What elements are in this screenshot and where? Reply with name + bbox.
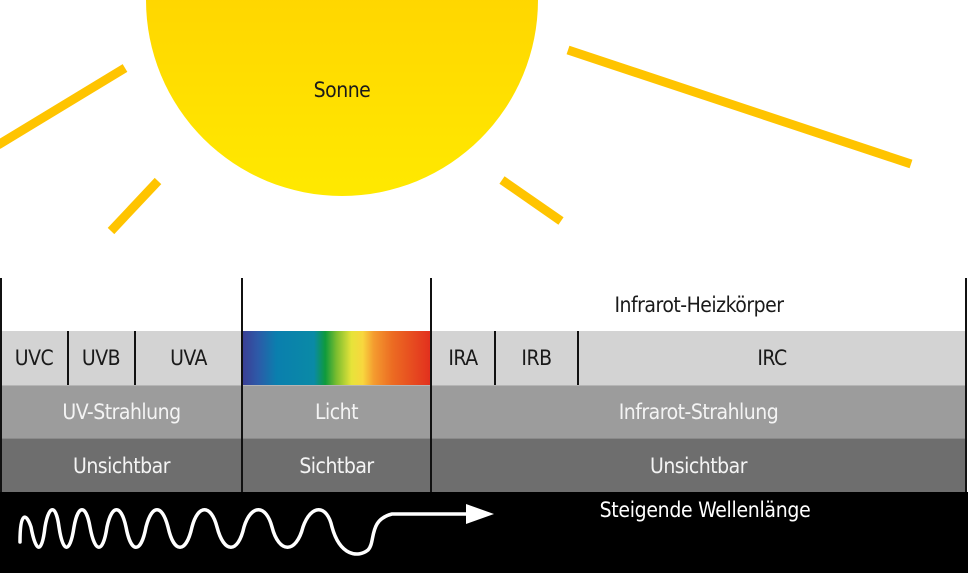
divider-ira-irb bbox=[494, 331, 496, 385]
sun-label: Sonne bbox=[313, 78, 371, 102]
subband-ira-label: IRA bbox=[448, 346, 478, 370]
visibility-uv-label: Unsichtbar bbox=[72, 453, 171, 478]
subband-irb: IRB bbox=[495, 331, 578, 385]
visibility-uv: Unsichtbar bbox=[1, 438, 242, 492]
divider-left bbox=[0, 278, 2, 492]
infrared-heater-label: Infrarot-Heizkörper bbox=[614, 292, 784, 317]
subband-uva: UVA bbox=[135, 331, 242, 385]
divider-uvc-uvb bbox=[67, 331, 69, 385]
divider-uv-light bbox=[241, 278, 243, 492]
sun-illustration bbox=[0, 0, 913, 235]
sun-ray bbox=[0, 64, 128, 149]
radiation-uv-label: UV-Strahlung bbox=[62, 400, 181, 424]
sun-ray bbox=[566, 45, 913, 169]
divider-uvb-uva bbox=[134, 331, 136, 385]
wave-arrow-icon bbox=[18, 504, 494, 556]
visible-spectrum-gradient bbox=[243, 331, 430, 385]
divider-light-ir bbox=[430, 278, 432, 492]
wavelength-band bbox=[0, 492, 968, 573]
sun-ray bbox=[499, 176, 564, 225]
radiation-light: Licht bbox=[243, 385, 430, 438]
divider-right bbox=[965, 278, 967, 492]
radiation-ir: Infrarot-Strahlung bbox=[432, 385, 965, 438]
sun-disc bbox=[146, 0, 538, 196]
radiation-ir-label: Infrarot-Strahlung bbox=[618, 400, 779, 424]
sun-rays bbox=[0, 45, 913, 235]
subband-irc: IRC bbox=[579, 331, 965, 385]
visibility-ir: Unsichtbar bbox=[432, 438, 965, 492]
subband-irb-label: IRB bbox=[521, 346, 552, 370]
subband-uva-label: UVA bbox=[170, 346, 207, 370]
subband-uvc-label: UVC bbox=[14, 346, 54, 370]
radiation-uv: UV-Strahlung bbox=[1, 385, 242, 438]
arrowhead-icon bbox=[466, 504, 494, 524]
visibility-light-label: Sichtbar bbox=[299, 453, 374, 478]
wavelength-label: Steigende Wellenlänge bbox=[599, 498, 811, 522]
subband-irc-label: IRC bbox=[757, 346, 787, 370]
subband-uvb-label: UVB bbox=[81, 346, 121, 370]
visibility-ir-label: Unsichtbar bbox=[649, 453, 748, 478]
divider-irb-irc bbox=[577, 331, 579, 385]
subband-ira: IRA bbox=[432, 331, 494, 385]
sun-ray bbox=[107, 177, 162, 235]
visibility-light: Sichtbar bbox=[243, 438, 430, 492]
subband-uvc: UVC bbox=[1, 331, 67, 385]
radiation-light-label: Licht bbox=[314, 400, 359, 424]
subband-uvb: UVB bbox=[68, 331, 134, 385]
